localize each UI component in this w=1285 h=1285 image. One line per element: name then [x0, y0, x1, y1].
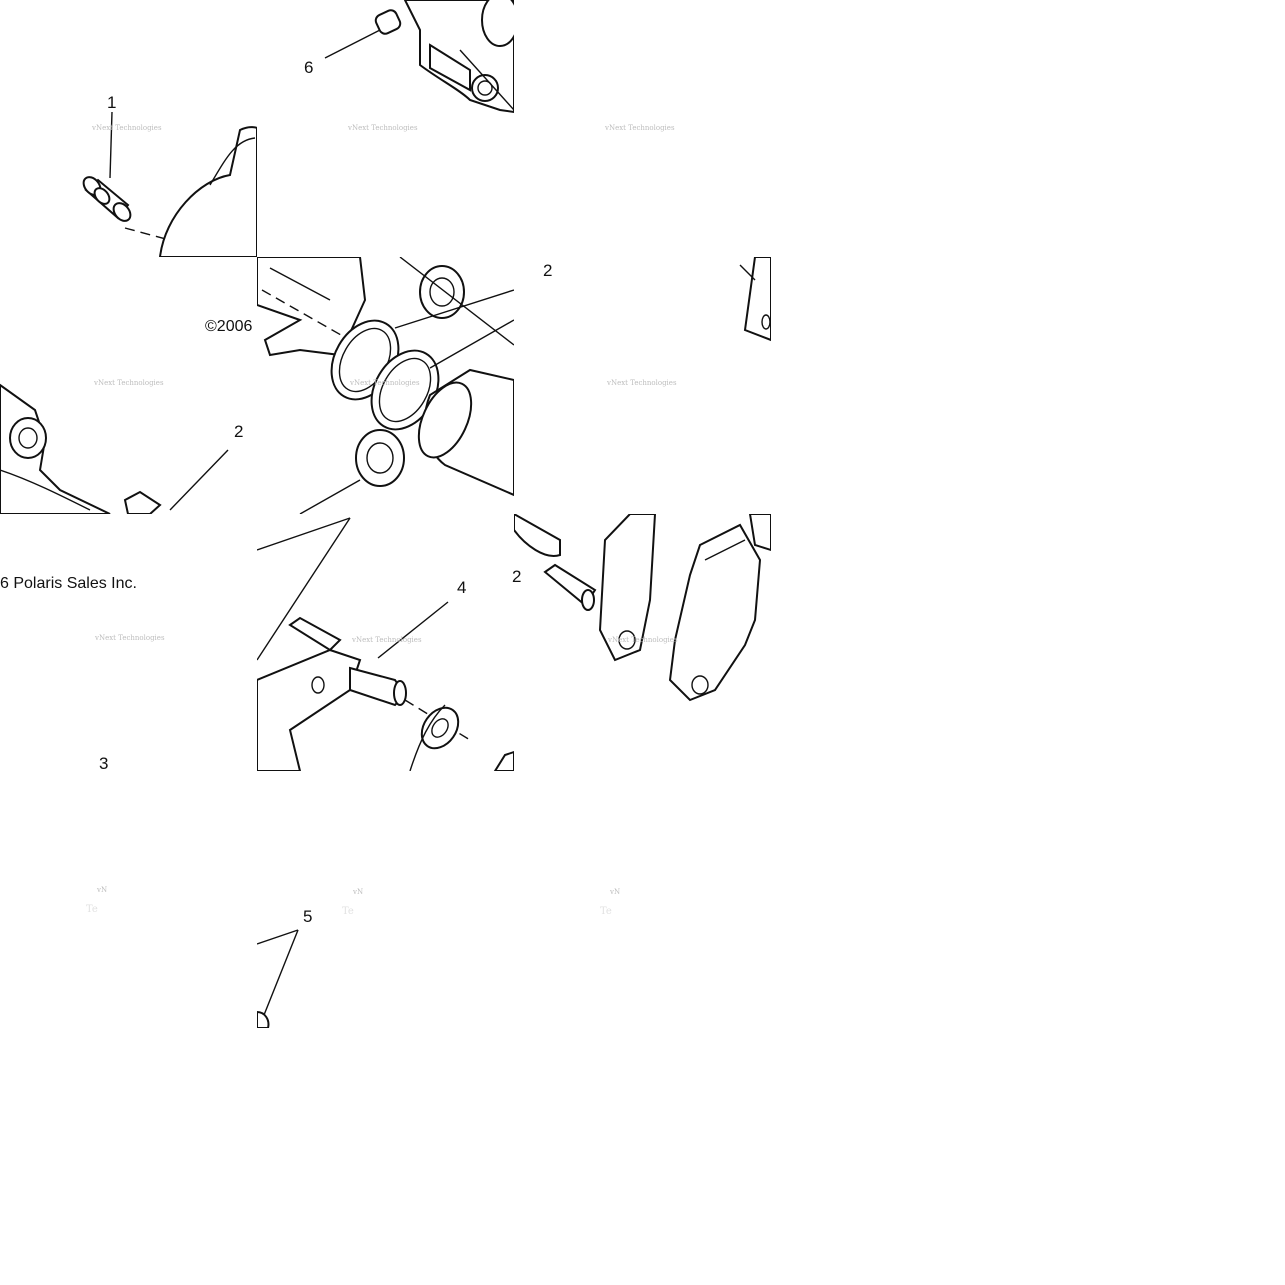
watermark-partial: vN: [609, 888, 620, 896]
washer: [420, 706, 460, 750]
callout-1: 1: [107, 93, 116, 112]
tile-r3-c1: [257, 929, 299, 1028]
watermark: vNext Technologies: [349, 379, 420, 387]
copyright-fragment-bottom: 6 Polaris Sales Inc.: [0, 575, 137, 592]
watermark-partial: Te: [600, 906, 612, 917]
boot-lower: [355, 429, 405, 487]
watermark-partial: vN: [352, 888, 363, 896]
callouts: 1 2 2 3 4 5 6 2: [99, 58, 552, 926]
callout-2-partial: 2: [512, 567, 521, 586]
caliper-body-top: [403, 0, 514, 114]
callout-2-left: 2: [234, 422, 243, 441]
callout-5: 5: [303, 907, 312, 926]
watermark: vNext Technologies: [351, 636, 422, 644]
watermark: vNext Technologies: [606, 379, 677, 387]
brake-pad-outer: [668, 523, 762, 702]
watermark-partial: vN: [96, 886, 107, 894]
watermark: vNext Technologies: [607, 636, 678, 644]
tile-r0-c1: [324, 0, 514, 114]
copyright-fragment-top: ©2006: [205, 318, 252, 335]
tile-r1-c0: [0, 383, 229, 514]
watermark: vNext Technologies: [604, 124, 675, 132]
pad-pin: [543, 563, 597, 611]
watermark: vNext Technologies: [91, 124, 162, 132]
watermarks: vNext Technologies vNext Technologies vN…: [86, 124, 678, 917]
watermark: vNext Technologies: [93, 379, 164, 387]
watermark-partial: Te: [86, 904, 98, 915]
tile-r0-c0: [82, 111, 257, 257]
brake-pad-inner: [598, 514, 657, 662]
small-pin: [374, 9, 402, 35]
tile-r1-c2: [739, 257, 771, 342]
piston: [417, 368, 514, 497]
callout-3: 3: [99, 754, 108, 773]
slide-pin: [288, 616, 407, 707]
tile-r2-c2: [514, 514, 771, 702]
bracket: [257, 648, 362, 771]
watermark: vNext Technologies: [347, 124, 418, 132]
watermark-partial: Te: [342, 906, 354, 917]
tile-r2-c1: [257, 517, 514, 771]
callout-6: 6: [304, 58, 313, 77]
bleeder-screw: [82, 176, 132, 222]
boot-upper: [419, 265, 465, 319]
watermark: vNext Technologies: [94, 634, 165, 642]
callout-2-right: 2: [543, 261, 552, 280]
callout-4: 4: [457, 578, 466, 597]
tile-r1-c1: [257, 257, 514, 514]
